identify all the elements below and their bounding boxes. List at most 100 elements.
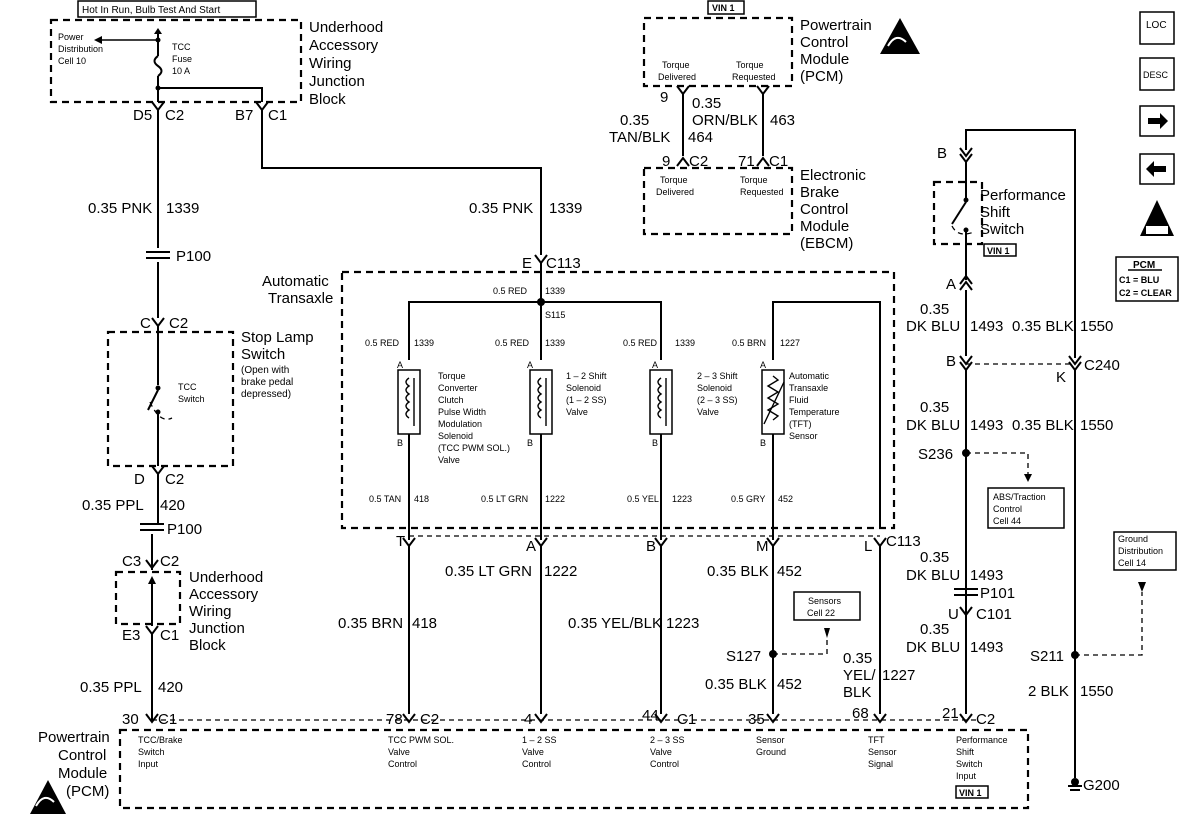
uajb-bottom-arrow-icon [148, 576, 156, 584]
wire-dkblu1-gauge: 0.35 [920, 301, 949, 318]
ss23-coil [657, 377, 663, 419]
b-pss-connector-icon [959, 147, 973, 164]
pcm-legend-box [1115, 256, 1179, 302]
pcm-in2-line3: Control [388, 759, 417, 769]
conn-pcm9: 9 [660, 89, 668, 106]
tcc-pwm-coil [405, 377, 411, 419]
tft-resistor [766, 375, 780, 421]
wire-yelblk1227-circuit: 1227 [882, 667, 915, 684]
wire-red1-circuit: 1339 [414, 338, 434, 348]
pdc-line3: Cell 10 [58, 56, 86, 66]
ebcm-line2: Brake [800, 184, 839, 201]
ground-ref-line3: Cell 14 [1118, 558, 1146, 568]
wire-blk452a-circuit: 452 [777, 563, 802, 580]
ss23-line4: Valve [697, 407, 719, 417]
wire-red2-circuit: 1339 [545, 338, 565, 348]
wire-blk1550a-circuit: 1550 [1080, 318, 1113, 335]
next-page-button[interactable] [1139, 105, 1175, 137]
pcm-in7-line4: Input [956, 771, 977, 781]
wire-dkblu1-color: DK BLU [906, 318, 960, 335]
pcm-top-line1: Powertrain [800, 17, 872, 34]
wire-ppl-b-circuit: 420 [158, 679, 183, 696]
pcm-in1-line3: Input [138, 759, 159, 769]
conn-k-c240: K [1056, 369, 1066, 386]
sensors-ref-box[interactable] [793, 591, 861, 621]
conn-u: U [948, 606, 959, 623]
conn-b7: B7 [235, 107, 253, 124]
auto-trans-line2: Transaxle [268, 290, 333, 307]
uajb-top-line4: Junction [309, 73, 365, 90]
prev-page-button[interactable] [1139, 153, 1175, 185]
wire-yelblk1223-circuit: 1223 [666, 615, 699, 632]
wire-blk452b-circuit: 452 [777, 676, 802, 693]
pcm-in7-line3: Switch [956, 759, 983, 769]
esd-warning-icon-top [880, 18, 920, 54]
pcm-bottom-line4: (PCM) [66, 783, 109, 800]
uajb-bottom-line3: Wiring [189, 603, 232, 620]
desc-button[interactable]: DESC [1139, 57, 1175, 91]
pcm-top-pin1-line1: Torque [662, 60, 690, 70]
l-connector-icon [873, 537, 887, 548]
pss-box [932, 180, 984, 246]
conn-c-sl: C [140, 315, 151, 332]
wire-dkblu4-circuit: 1493 [970, 639, 1003, 656]
conn-t: T [396, 533, 405, 550]
ground-ref-box[interactable] [1113, 531, 1177, 571]
loc-label: LOC [1146, 20, 1167, 31]
pcm-pin-35: 35 [748, 711, 765, 728]
pcm-pin-c1a: C1 [158, 711, 177, 728]
tcc-pwm-line8: Valve [438, 455, 460, 465]
pcm-pin-78: 78 [386, 711, 403, 728]
abs-ref-link [966, 452, 1029, 476]
pin-a4: A [760, 360, 766, 370]
wire-pnk-a-circuit: 1339 [166, 200, 199, 217]
s211-splice-dot [1071, 651, 1079, 659]
vin-pcm-label: VIN 1 [959, 788, 982, 798]
tcc-switch-linkage [149, 401, 173, 420]
bus-1339 [408, 301, 662, 360]
sensors-ref-arrow-icon [824, 628, 830, 638]
pin-b1: B [397, 438, 403, 448]
arrow-left-icon [1146, 161, 1166, 177]
wire-dkblu4-gauge: 0.35 [920, 621, 949, 638]
ebcm-line5: (EBCM) [800, 235, 853, 252]
power-label-box [77, 0, 257, 18]
pcm-pin-4: 4 [524, 711, 532, 728]
abs-ref-line2: Control [993, 504, 1022, 514]
pcm-legend-c2: C2 = CLEAR [1119, 288, 1172, 298]
pcm-bottom-line2: Control [58, 747, 106, 764]
e3-connector-icon [145, 625, 159, 636]
uajb-top-line1: Underhood [309, 19, 383, 36]
pcm78-connector-icon [402, 713, 416, 724]
pcm-in3-line3: Control [522, 759, 551, 769]
pdc-line2: Distribution [58, 44, 103, 54]
tcc-pwm-line5: Modulation [438, 419, 482, 429]
pcm-in4-line3: Control [650, 759, 679, 769]
tft-line6: Sensor [789, 431, 818, 441]
uajb-top-line3: Wiring [309, 55, 352, 72]
abs-ref-box[interactable] [987, 487, 1065, 529]
uajb-top-line2: Accessory [309, 37, 379, 54]
p100-upper-icon [146, 251, 170, 259]
wire-tan418-color: 0.5 TAN [369, 494, 401, 504]
pcm-top-box [642, 16, 794, 88]
obd-ii-icon [1140, 200, 1174, 236]
wire-tan-blk-color: TAN/BLK [609, 129, 670, 146]
wire-red1-color: 0.5 RED [365, 338, 400, 348]
stop-lamp-line1: Stop Lamp [241, 329, 314, 346]
uajb-bottom-line5: Block [189, 637, 226, 654]
loc-button[interactable]: LOC [1139, 11, 1175, 45]
wire-1550-loop [965, 129, 1076, 358]
conn-ebcm-c1: C1 [769, 153, 788, 170]
conn-e3: E3 [122, 627, 140, 644]
wire-ppl-b-color: 0.35 PPL [80, 679, 142, 696]
conn-m: M [756, 538, 769, 555]
ground-ref-line2: Distribution [1118, 546, 1163, 556]
pcm-in1-line1: TCC/Brake [138, 735, 183, 745]
wire-blk452a-color: 0.35 BLK [707, 563, 769, 580]
b7-connector-icon [255, 101, 269, 112]
pcm-in2-line2: Valve [388, 747, 410, 757]
pcm-bottom-line1: Powertrain [38, 729, 110, 746]
ss23-line2: Solenoid [697, 383, 732, 393]
